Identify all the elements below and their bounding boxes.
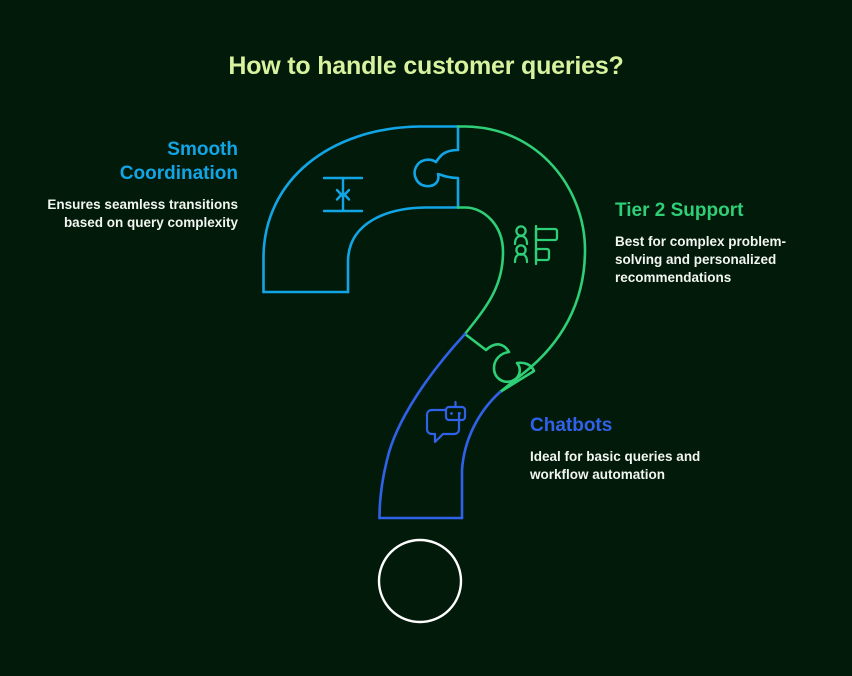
org-chart-people-icon [513, 224, 559, 266]
smooth-inner-arc [346, 206, 460, 294]
smooth-outer-arc [262, 125, 460, 294]
chatbots-inner-edge [378, 332, 467, 520]
chatbot-speech-bubble-icon [425, 400, 467, 444]
puzzle-segment-chatbots[interactable] [378, 332, 502, 520]
tier2-inner-arc [456, 206, 505, 336]
label-tier2-support[interactable]: Tier 2 Support Best for complex problem-… [615, 199, 810, 287]
tier2-support-heading: Tier 2 Support [615, 200, 744, 221]
page-title: How to handle customer queries? [228, 52, 624, 80]
question-mark-dot [377, 538, 463, 624]
label-smooth-coordination[interactable]: Smooth Coordination Ensures seamless tra… [44, 138, 238, 232]
compress-vertical-icon [322, 176, 364, 213]
label-chatbots[interactable]: Chatbots Ideal for basic queries and wor… [530, 414, 730, 484]
chatbots-body: Ideal for basic queries and workflow aut… [530, 449, 701, 482]
puzzle-segment-smooth-coordination[interactable] [262, 125, 460, 294]
smooth-coordination-heading: Smooth Coordination [119, 139, 238, 184]
smooth-jigsaw-joint-top [413, 125, 460, 209]
tier2-support-body: Best for complex problem-solving and per… [615, 234, 787, 285]
tier2-jigsaw-joint-bottom [463, 332, 536, 394]
chatbots-outer-edge [460, 390, 502, 520]
puzzle-segment-tier2-support[interactable] [456, 125, 587, 394]
tier2-outer-arc [456, 125, 587, 394]
chatbots-heading: Chatbots [530, 415, 613, 436]
smooth-coordination-body: Ensures seamless transitions based on qu… [47, 197, 238, 230]
